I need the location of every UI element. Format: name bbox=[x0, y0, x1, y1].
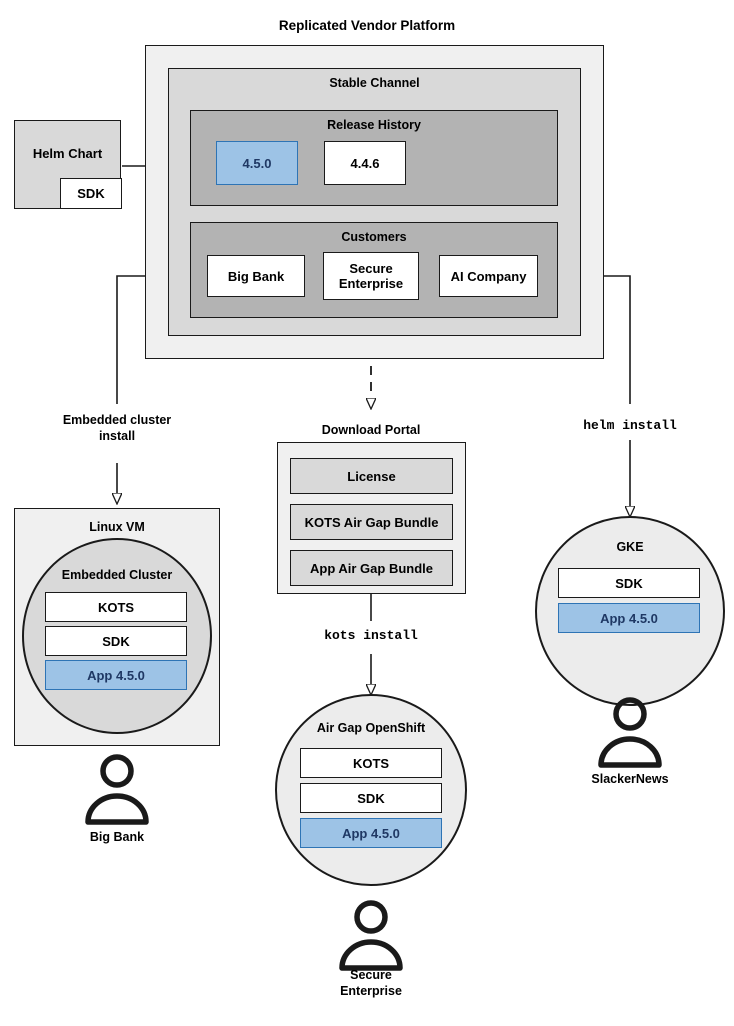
component-label: KOTS bbox=[352, 755, 390, 771]
component-label: App 4.5.0 bbox=[87, 667, 145, 683]
page-title: Replicated Vendor Platform bbox=[278, 18, 456, 33]
portal-artifact-kots-air-gap-bundle[interactable]: KOTS Air Gap Bundle bbox=[290, 504, 453, 540]
openshift-component-app[interactable]: App 4.5.0 bbox=[300, 818, 442, 848]
openshift-component-kots[interactable]: KOTS bbox=[300, 748, 442, 778]
release-version-label: 4.4.6 bbox=[350, 155, 380, 171]
edge-label-kots-install: kots install bbox=[324, 628, 418, 643]
openshift-component-sdk[interactable]: SDK bbox=[300, 783, 442, 813]
linux-vm-title: Linux VM bbox=[89, 520, 145, 534]
edge-label-embedded-cluster-install: Embedded cluster install bbox=[62, 413, 172, 443]
actor-label-slackernews: SlackerNews bbox=[591, 772, 669, 786]
component-label: App 4.5.0 bbox=[342, 825, 400, 841]
avatar-icon-secure-enterprise bbox=[339, 900, 403, 971]
customers-title: Customers bbox=[341, 230, 407, 244]
component-label: App 4.5.0 bbox=[600, 610, 658, 626]
customer-name-label: Secure Enterprise bbox=[338, 261, 404, 291]
helm-chart-label: Helm Chart bbox=[32, 146, 103, 161]
component-label: KOTS bbox=[97, 599, 135, 615]
release-card-4-4-6[interactable]: 4.4.6 bbox=[324, 141, 406, 185]
component-label: SDK bbox=[102, 633, 130, 649]
customer-card-secure-enterprise[interactable]: Secure Enterprise bbox=[323, 252, 419, 300]
stable-channel-title: Stable Channel bbox=[329, 76, 420, 90]
customer-card-big-bank[interactable]: Big Bank bbox=[207, 255, 305, 297]
portal-artifact-app-air-gap-bundle[interactable]: App Air Gap Bundle bbox=[290, 550, 453, 586]
actor-label-big-bank: Big Bank bbox=[89, 830, 145, 844]
customer-card-ai-company[interactable]: AI Company bbox=[439, 255, 538, 297]
avatar-icon-slackernews bbox=[598, 697, 662, 768]
customer-name-label: AI Company bbox=[450, 268, 527, 284]
embedded-cluster-title: Embedded Cluster bbox=[61, 568, 173, 582]
portal-artifact-label: KOTS Air Gap Bundle bbox=[304, 514, 439, 530]
release-card-4-5-0[interactable]: 4.5.0 bbox=[216, 141, 298, 185]
air-gap-openshift-title: Air Gap OpenShift bbox=[316, 721, 426, 735]
release-version-label: 4.5.0 bbox=[242, 155, 272, 171]
portal-artifact-label: App Air Gap Bundle bbox=[309, 560, 434, 576]
download-portal-title: Download Portal bbox=[321, 423, 421, 437]
component-label: SDK bbox=[615, 575, 643, 591]
release-history-title: Release History bbox=[327, 118, 421, 132]
gke-component-app[interactable]: App 4.5.0 bbox=[558, 603, 700, 633]
component-label: SDK bbox=[357, 790, 385, 806]
gke-component-sdk[interactable]: SDK bbox=[558, 568, 700, 598]
edge-label-helm-install: helm install bbox=[583, 418, 677, 433]
customer-name-label: Big Bank bbox=[227, 268, 285, 284]
helm-chart-sdk-box[interactable]: SDK bbox=[60, 178, 122, 209]
linuxvm-component-kots[interactable]: KOTS bbox=[45, 592, 187, 622]
portal-artifact-license[interactable]: License bbox=[290, 458, 453, 494]
helm-chart-sdk-label: SDK bbox=[77, 186, 105, 201]
avatar-icon-big-bank bbox=[85, 754, 149, 825]
gke-title: GKE bbox=[616, 540, 644, 554]
portal-artifact-label: License bbox=[347, 468, 396, 484]
actor-label-secure-enterprise: Secure Enterprise bbox=[340, 968, 402, 998]
linuxvm-component-sdk[interactable]: SDK bbox=[45, 626, 187, 656]
linuxvm-component-app[interactable]: App 4.5.0 bbox=[45, 660, 187, 690]
